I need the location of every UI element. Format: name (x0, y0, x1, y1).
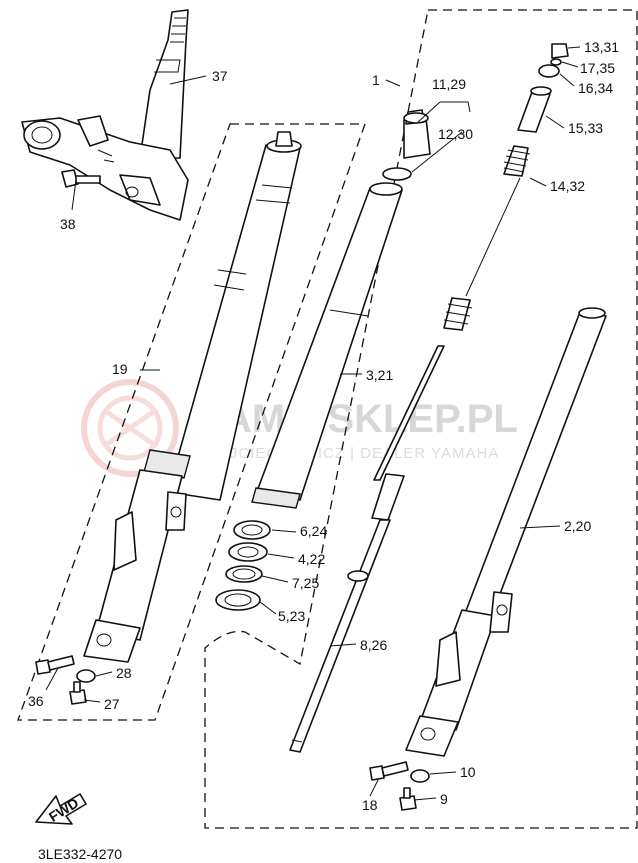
part-labels: 37 38 19 36 28 27 1 11,29 12,30 3,21 6,2… (28, 39, 619, 813)
axle-bolt-18 (369, 761, 409, 781)
label-13-31: 13,31 (584, 39, 619, 55)
label-3-21: 3,21 (366, 367, 393, 383)
label-5-23: 5,23 (278, 608, 305, 624)
label-36: 36 (28, 693, 44, 709)
slide-bushing (215, 589, 261, 611)
label-18: 18 (362, 797, 378, 813)
label-8-26: 8,26 (360, 637, 387, 653)
o-ring (382, 167, 412, 181)
inner-tube (251, 182, 403, 509)
drain-bolt-27 (69, 681, 87, 705)
label-37: 37 (212, 68, 228, 84)
axle-bolt-36 (35, 655, 75, 675)
fwd-arrow: FWD (35, 793, 87, 825)
fork-assembly-left (83, 131, 302, 663)
dust-seal (233, 520, 271, 540)
fork-spring-lower (443, 297, 473, 331)
cap-bolt (403, 109, 431, 159)
label-38: 38 (60, 216, 76, 232)
label-2-20: 2,20 (564, 518, 591, 534)
drain-bolt-9 (399, 787, 417, 811)
steering-stem (139, 9, 189, 159)
fork-spring-upper (503, 145, 531, 177)
label-6-24: 6,24 (300, 523, 327, 539)
diagram-code: 3LE332-4270 (38, 846, 122, 862)
damper-rod (289, 345, 445, 753)
washer-16 (538, 64, 560, 78)
group-outline-inner-parts (204, 9, 638, 829)
nut-13 (551, 43, 569, 59)
label-1: 1 (372, 72, 380, 88)
label-16-34: 16,34 (578, 80, 613, 96)
group-outline-left-fork (17, 123, 366, 721)
label-10: 10 (460, 764, 476, 780)
watermark-logo (81, 379, 179, 477)
washer-10 (410, 769, 430, 783)
label-28: 28 (116, 665, 132, 681)
label-15-33: 15,33 (568, 120, 603, 136)
clip (225, 565, 263, 583)
label-12-30: 12,30 (438, 126, 473, 142)
label-19: 19 (112, 361, 128, 377)
leader-lines (45, 46, 581, 801)
washer-28 (76, 669, 96, 683)
spring-rod-line (465, 177, 521, 297)
label-7-25: 7,25 (292, 575, 319, 591)
label-9: 9 (440, 791, 448, 807)
label-4-22: 4,22 (298, 551, 325, 567)
outer-tube (405, 307, 607, 757)
under-bracket (21, 115, 189, 221)
ring-17 (550, 58, 562, 66)
label-14-32: 14,32 (550, 178, 585, 194)
watermark-sub: WOJCIECHOWICZ | DEALER YAMAHA (202, 445, 499, 462)
bracket-bolt (61, 169, 101, 188)
label-27: 27 (104, 696, 120, 712)
oil-seal (228, 542, 268, 562)
label-11-29: 11,29 (432, 76, 466, 92)
watermark-main: YAMA-SKLEP.PL (200, 397, 518, 441)
label-17-35: 17,35 (580, 60, 615, 76)
spacer-collar (517, 86, 552, 133)
